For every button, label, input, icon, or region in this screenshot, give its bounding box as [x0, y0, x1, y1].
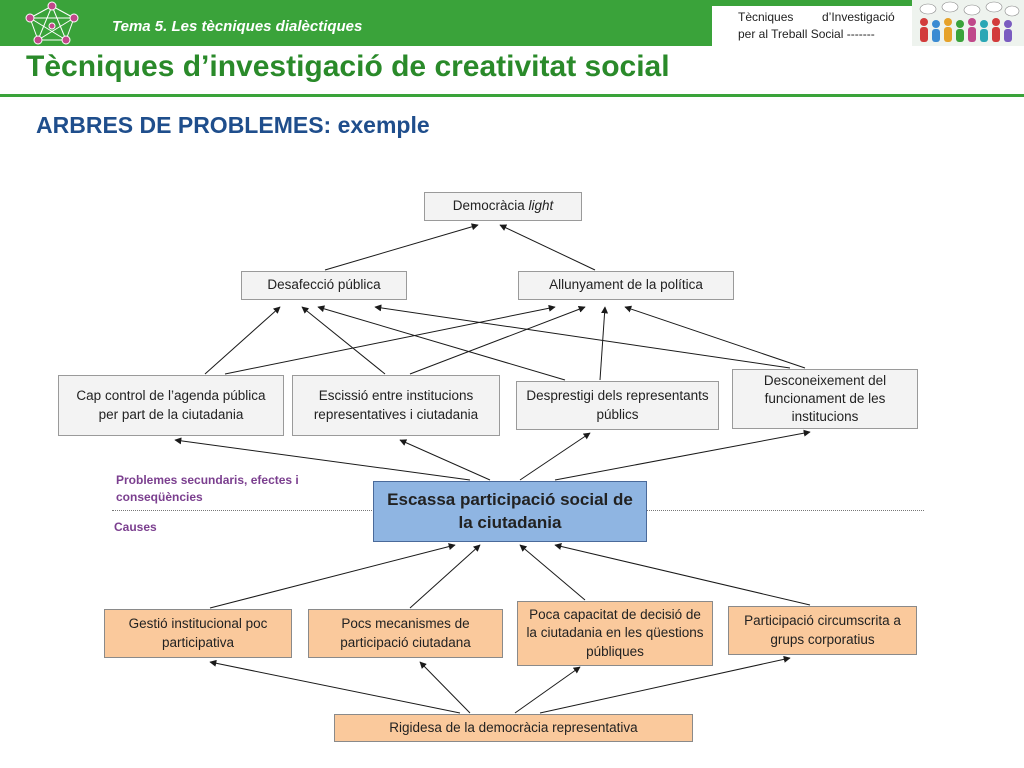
arrow-root-to-cause-2 [419, 661, 471, 714]
arrow-secondary-3-to-effect-2 [599, 306, 609, 381]
arrow-secondary-3-to-effect-1 [317, 305, 566, 381]
arrow-central-to-secondary-2 [399, 439, 491, 481]
arrow-cause-2-to-central [409, 544, 481, 609]
arrow-root-to-cause-3 [514, 666, 581, 714]
course-title: Tècniques d’Investigació per al Treball … [712, 6, 912, 46]
effect-box-1: Desafecció pública [241, 271, 407, 300]
top-effect-emphasis: light [528, 198, 554, 214]
course-topic: Tema 5. Les tècniques dialèctiques [112, 18, 363, 35]
arrow-effect-2-to-top [499, 224, 596, 271]
arrow-secondary-1-to-effect-1 [204, 306, 281, 375]
arrow-cause-4-to-central [554, 543, 811, 606]
arrow-secondary-2-to-effect-1 [301, 306, 386, 375]
course-title-line-2: per al Treball Social ------- [738, 27, 875, 41]
arrow-central-to-secondary-1 [174, 437, 471, 481]
cause-box-1: Gestió institucional poc participativa [104, 609, 292, 658]
top-effect-text: Democràcia [452, 198, 529, 214]
effect-box-2: Allunyament de la política [518, 271, 734, 300]
top-banner: Tema 5. Les tècniques dialèctiques Tècni… [0, 0, 1024, 46]
secondary-problem-box-1: Cap control de l’agenda pública per part… [58, 375, 284, 436]
arrow-secondary-1-to-effect-2 [224, 304, 556, 375]
course-title-word-1: Tècniques [738, 10, 794, 24]
arrow-central-to-secondary-4 [554, 429, 811, 481]
arrow-secondary-2-to-effect-2 [409, 305, 586, 375]
arrow-central-to-secondary-3 [519, 432, 591, 481]
arrow-secondary-4-to-effect-1 [374, 304, 791, 369]
root-cause-box: Rigidesa de la democràcia representativa [334, 714, 693, 742]
arrow-root-to-cause-1 [209, 659, 461, 714]
course-title-word-2: d’Investigació [822, 10, 895, 24]
secondary-problems-label: Problemes secundaris, efectes i conseqüè… [116, 473, 299, 505]
cause-box-3: Poca capacitat de decisió de la ciutadan… [517, 601, 713, 666]
arrow-cause-1-to-central [209, 543, 456, 609]
network-logo-icon [25, 1, 79, 45]
section-subtitle: ARBRES DE PROBLEMES: exemple [36, 112, 430, 138]
secondary-problem-box-4: Desconeixement del funcionament de les i… [732, 369, 918, 429]
arrow-secondary-4-to-effect-2 [624, 305, 806, 369]
arrow-cause-3-to-central [519, 544, 586, 601]
causes-label: Causes [114, 520, 157, 534]
cause-box-4: Participació circumscrita a grups corpor… [728, 606, 917, 655]
arrow-root-to-cause-4 [539, 655, 791, 714]
title-underline [0, 94, 1024, 97]
people-speech-bubbles-icon [912, 0, 1024, 46]
top-effect-box: Democràcia light [424, 192, 582, 221]
arrow-effect-1-to-top [324, 223, 479, 271]
secondary-problem-box-2: Escissió entre institucions representati… [292, 375, 500, 436]
cause-box-2: Pocs mecanismes de participació ciutadan… [308, 609, 503, 658]
central-problem-box: Escassa participació social de la ciutad… [373, 481, 647, 542]
page-title: Tècniques d’investigació de creativitat … [26, 50, 670, 83]
secondary-problem-box-3: Desprestigi dels representants públics [516, 381, 719, 430]
